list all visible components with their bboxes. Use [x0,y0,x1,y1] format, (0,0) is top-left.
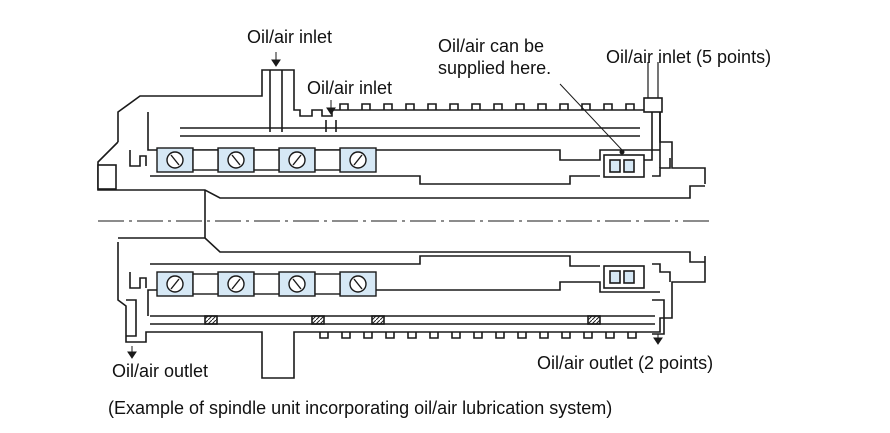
bearing-upper-2 [217,147,255,173]
shaft-upper [118,185,705,199]
arrow-inlet-mid [326,100,336,115]
grooves-bottom [319,332,637,339]
inlet-5-fitting [643,97,663,113]
label-outlet-left: Oil/air outlet [112,361,209,381]
oil-passage-lower [150,315,655,325]
figure-caption: (Example of spindle unit incorporating o… [108,398,613,418]
label-inlet-mid: Oil/air inlet [307,78,393,98]
housing-inner-lower [147,281,660,316]
inlet-5-pipe [647,62,659,98]
inlet-mid-port [325,120,337,132]
rear-labyrinth-lower [652,263,671,282]
bearing-lower-3 [278,271,316,297]
shaft-step-lower [150,255,600,267]
label-supplied-line1: Oil/air can be [438,36,545,56]
shaft-lower [118,237,705,263]
leader-dot [619,149,625,155]
leader-supplied-here [559,83,623,151]
outlet-left-port [126,299,137,337]
arrow-inlet-top [271,52,281,67]
label-inlet-top: Oil/air inlet [247,27,333,47]
front-key [97,164,117,190]
seal [311,315,325,325]
grooves-top [339,103,635,110]
label-supplied-line2: supplied here. [438,58,552,78]
bearing-lower-1 [156,271,194,297]
bearing-lower-2 [217,271,255,297]
bearing-lower-4 [339,271,377,297]
bearing-upper-3 [278,147,316,173]
outlet-right-port [652,299,665,335]
front-labyrinth-lower [129,272,147,289]
inlet-tube [269,70,283,132]
arrow-outlet-right [653,334,663,345]
oil-passage-upper [180,127,640,137]
front-labyrinth-upper [129,150,147,167]
label-inlet-5-points: Oil/air inlet (5 points) [606,47,772,67]
seal [371,315,385,325]
bearing-upper-4 [339,147,377,173]
arrow-outlet-left [127,346,137,359]
housing-inner-upper [147,112,660,161]
shaft-step-upper [150,175,600,185]
seal [204,315,218,325]
label-outlet-2-points: Oil/air outlet (2 points) [537,353,714,373]
housing-lower-outline [117,242,706,379]
rear-labyrinth-upper [652,158,671,177]
seal [587,315,601,325]
housing-upper-outline [117,69,706,184]
bearing-upper-1 [156,147,194,173]
